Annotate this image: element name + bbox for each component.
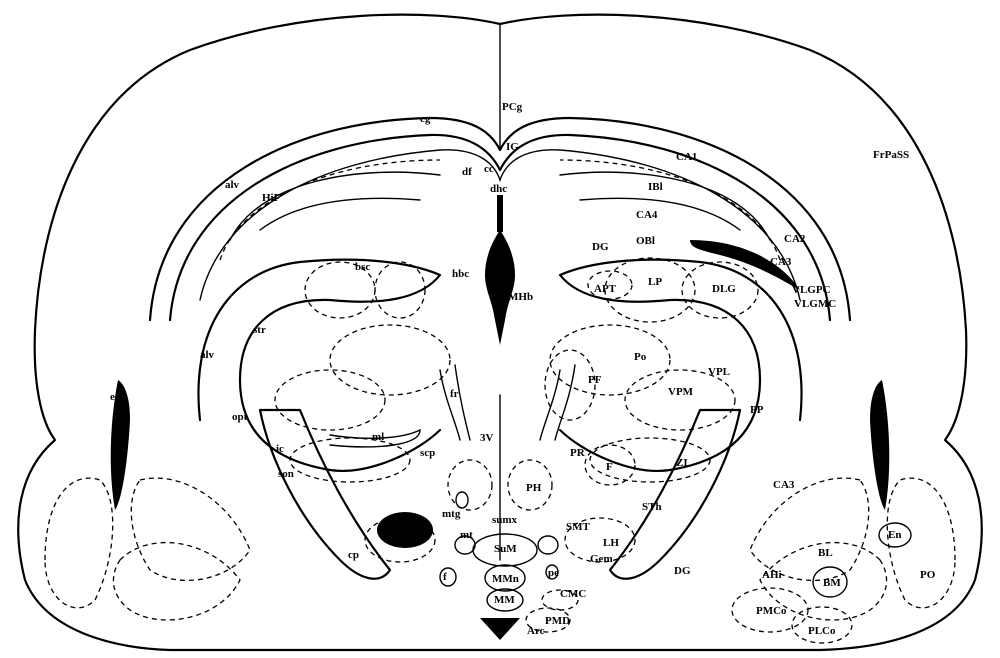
arc-dark bbox=[480, 618, 520, 640]
label-bsc: bsc bbox=[355, 261, 370, 273]
label-f: F bbox=[606, 461, 613, 473]
label-dg-bottom: DG bbox=[674, 565, 691, 577]
label-pmd: PMD bbox=[545, 615, 570, 627]
label-sumx: sumx bbox=[492, 514, 518, 526]
label-plco: PLCo bbox=[808, 625, 836, 637]
label-mtg: mtg bbox=[442, 508, 461, 520]
label-frpass: FrPaSS bbox=[873, 149, 909, 161]
label-pmco: PMCo bbox=[756, 605, 787, 617]
label-sum: SuM bbox=[494, 543, 517, 555]
label-f-small: f bbox=[443, 571, 447, 583]
fr-left bbox=[440, 365, 470, 440]
label-mmn: MMn bbox=[492, 573, 519, 585]
label-alv-top: alv bbox=[225, 179, 240, 191]
label-ibl: IBl bbox=[648, 181, 663, 193]
label-cp: cp bbox=[348, 549, 359, 561]
label-cg: cg bbox=[420, 113, 431, 125]
ec-dark-right bbox=[870, 380, 889, 510]
label-bm: BM bbox=[823, 577, 841, 589]
lower-lobe-left-1 bbox=[45, 478, 113, 608]
label-scp: scp bbox=[420, 447, 435, 459]
label-hif: HiF bbox=[262, 192, 281, 204]
label-apt: APT bbox=[594, 283, 617, 295]
label-alv-left: alv bbox=[200, 349, 215, 361]
lower-lobe-left-3 bbox=[113, 543, 240, 620]
label-vpm: VPM bbox=[668, 386, 694, 398]
label-pe: pe bbox=[548, 567, 559, 579]
label-ec: ec bbox=[110, 391, 120, 403]
label-lp: LP bbox=[648, 276, 662, 288]
label-ic: ic bbox=[276, 443, 284, 455]
label-vlgpc: VLGPC bbox=[792, 284, 831, 296]
region-left-thal-2 bbox=[375, 262, 425, 318]
label-lh: LH bbox=[603, 537, 619, 549]
internal-capsule-left bbox=[260, 410, 390, 579]
label-cmc: CMC bbox=[560, 588, 586, 600]
dg-arc-right bbox=[560, 172, 770, 240]
label-pr: PR bbox=[570, 447, 586, 459]
label-ca2: CA2 bbox=[784, 233, 806, 245]
label-df: df bbox=[462, 166, 472, 178]
label-en: En bbox=[888, 529, 901, 541]
region-lp bbox=[605, 258, 695, 322]
label-po: Po bbox=[634, 351, 647, 363]
label-bl: BL bbox=[818, 547, 833, 559]
lower-lobe-right-2 bbox=[750, 478, 869, 580]
label-dhc: dhc bbox=[490, 183, 507, 195]
region-left-thal-3 bbox=[330, 325, 450, 395]
region-left-ph bbox=[448, 460, 492, 510]
lower-lobe-left-2 bbox=[131, 478, 250, 580]
label-ahi: AHi bbox=[762, 569, 782, 581]
region-mtg-small bbox=[456, 492, 468, 508]
region-mt-right bbox=[538, 536, 558, 554]
dg-dash-left bbox=[220, 160, 440, 260]
region-po bbox=[550, 325, 670, 395]
label-cc: cc bbox=[484, 163, 494, 175]
label-sth: STh bbox=[642, 501, 662, 513]
label-son: son bbox=[278, 468, 294, 480]
hippocampus-left bbox=[198, 260, 440, 471]
label-ph: PH bbox=[526, 482, 542, 494]
label-vlgmc: VLGMC bbox=[794, 298, 836, 310]
label-pf: PF bbox=[588, 374, 602, 386]
third-ventricle-dark bbox=[485, 230, 515, 345]
label-dlg: DLG bbox=[712, 283, 736, 295]
label-hbc: hbc bbox=[452, 268, 469, 280]
label-mt: mt bbox=[460, 529, 473, 541]
region-vpm bbox=[625, 370, 735, 430]
dg-arc-right-2 bbox=[580, 198, 740, 230]
label-ca4: CA4 bbox=[636, 209, 658, 221]
label-str: str bbox=[253, 324, 266, 336]
label-pcg: PCg bbox=[502, 101, 523, 113]
label-ig: IG bbox=[506, 141, 519, 153]
internal-capsule-right bbox=[610, 410, 740, 579]
label-dg-top: DG bbox=[592, 241, 609, 253]
label-mm: MM bbox=[494, 594, 515, 606]
label-arc: Arc bbox=[527, 625, 545, 637]
dg-arc-left bbox=[230, 172, 440, 240]
label-3v: 3V bbox=[480, 432, 494, 444]
label-ml: ml bbox=[372, 431, 384, 443]
label-gem: Gem bbox=[590, 553, 613, 565]
label-obl: OBl bbox=[636, 235, 655, 247]
label-zi: ZI bbox=[676, 457, 688, 469]
mtg-dark-blob bbox=[377, 512, 433, 548]
label-ca3-top: CA3 bbox=[770, 256, 792, 268]
dg-arc-left-2 bbox=[260, 198, 420, 230]
label-po-right: PO bbox=[920, 569, 936, 581]
label-opt: opt bbox=[232, 411, 248, 423]
label-ca1: CA1 bbox=[676, 151, 697, 163]
lower-lobe-right-1 bbox=[887, 478, 955, 608]
region-left-thal-4 bbox=[275, 370, 385, 430]
label-vpl: VPL bbox=[708, 366, 730, 378]
label-pp: PP bbox=[750, 404, 764, 416]
label-smt: SMT bbox=[566, 521, 591, 533]
dhc-dark bbox=[497, 195, 503, 232]
label-fr: fr bbox=[450, 388, 459, 400]
label-ca3-right: CA3 bbox=[773, 479, 795, 491]
label-mhb: MHb bbox=[508, 291, 533, 303]
